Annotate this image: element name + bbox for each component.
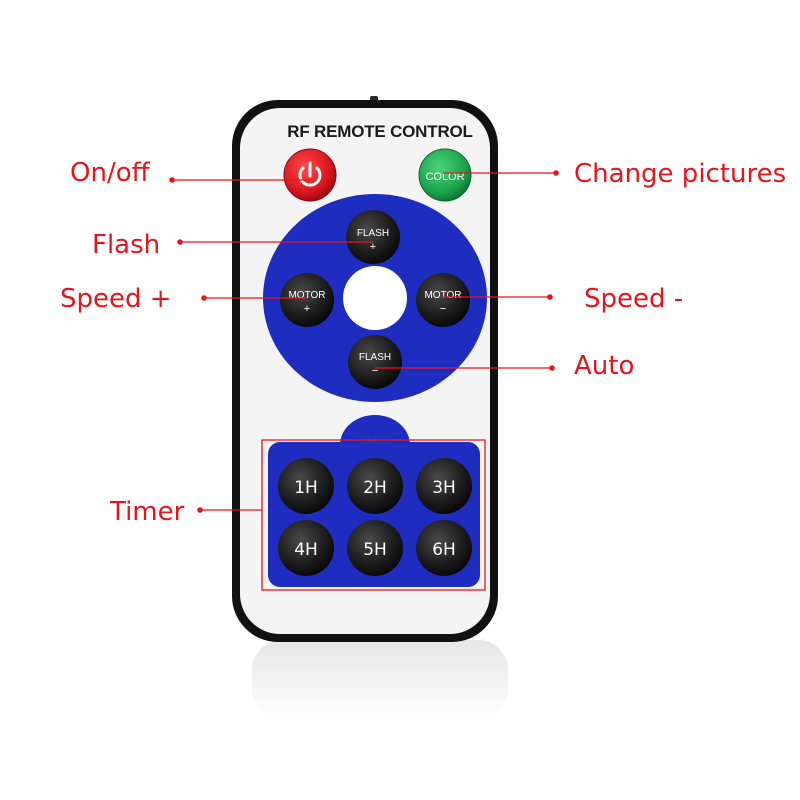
callout-speed-plus: Speed + — [60, 284, 172, 314]
timer-button-4h[interactable]: 4H — [278, 520, 334, 576]
callout-flash: Flash — [92, 230, 161, 260]
callout-leaders — [172, 172, 556, 511]
pad-center-hole — [343, 266, 407, 330]
callout-timer: Timer — [110, 497, 185, 527]
callout-speed-minus: Speed - — [584, 284, 684, 314]
flash-plus-button[interactable]: FLASH + — [346, 210, 400, 264]
motor-minus-sign: − — [440, 303, 446, 315]
timer-button-4h-label: 4H — [294, 540, 318, 560]
timer-button-1h-label: 1H — [294, 478, 318, 498]
timer-button-5h[interactable]: 5H — [347, 520, 403, 576]
remote-reflection — [252, 640, 508, 720]
motor-plus-sign: + — [304, 303, 310, 315]
flash-plus-label: FLASH — [357, 228, 389, 239]
flash-minus-label: FLASH — [359, 352, 391, 363]
color-button[interactable]: COLOR — [418, 148, 472, 202]
color-button-label: COLOR — [425, 171, 464, 183]
timer-panel-label: TIMER — [358, 435, 392, 447]
timer-button-2h-label: 2H — [363, 478, 387, 498]
motor-minus-label: MOTOR — [424, 290, 461, 301]
flash-minus-sign: − — [372, 365, 378, 377]
timer-button-3h[interactable]: 3H — [416, 458, 472, 514]
motor-plus-label: MOTOR — [288, 290, 325, 301]
timer-button-6h-label: 6H — [432, 540, 456, 560]
remote-title: RF REMOTE CONTROL — [287, 122, 473, 141]
dot-bullet-icon — [169, 170, 559, 513]
power-icon — [298, 161, 322, 187]
timer-button-1h[interactable]: 1H — [278, 458, 334, 514]
control-pad — [263, 194, 487, 402]
callout-on-off: On/off — [70, 158, 150, 188]
flash-plus-sign: + — [370, 241, 376, 253]
callout-change-pictures: Change pictures — [574, 159, 787, 189]
timer-button-6h[interactable]: 6H — [416, 520, 472, 576]
timer-button-5h-label: 5H — [363, 540, 387, 560]
power-button[interactable] — [283, 148, 337, 202]
motor-plus-button[interactable]: MOTOR + — [280, 273, 334, 327]
timer-button-2h[interactable]: 2H — [347, 458, 403, 514]
motor-minus-button[interactable]: MOTOR − — [416, 273, 470, 327]
timer-highlight-box — [261, 439, 486, 591]
timer-button-3h-label: 3H — [432, 478, 456, 498]
flash-minus-button[interactable]: FLASH − — [348, 335, 402, 389]
callout-auto: Auto — [574, 351, 635, 381]
